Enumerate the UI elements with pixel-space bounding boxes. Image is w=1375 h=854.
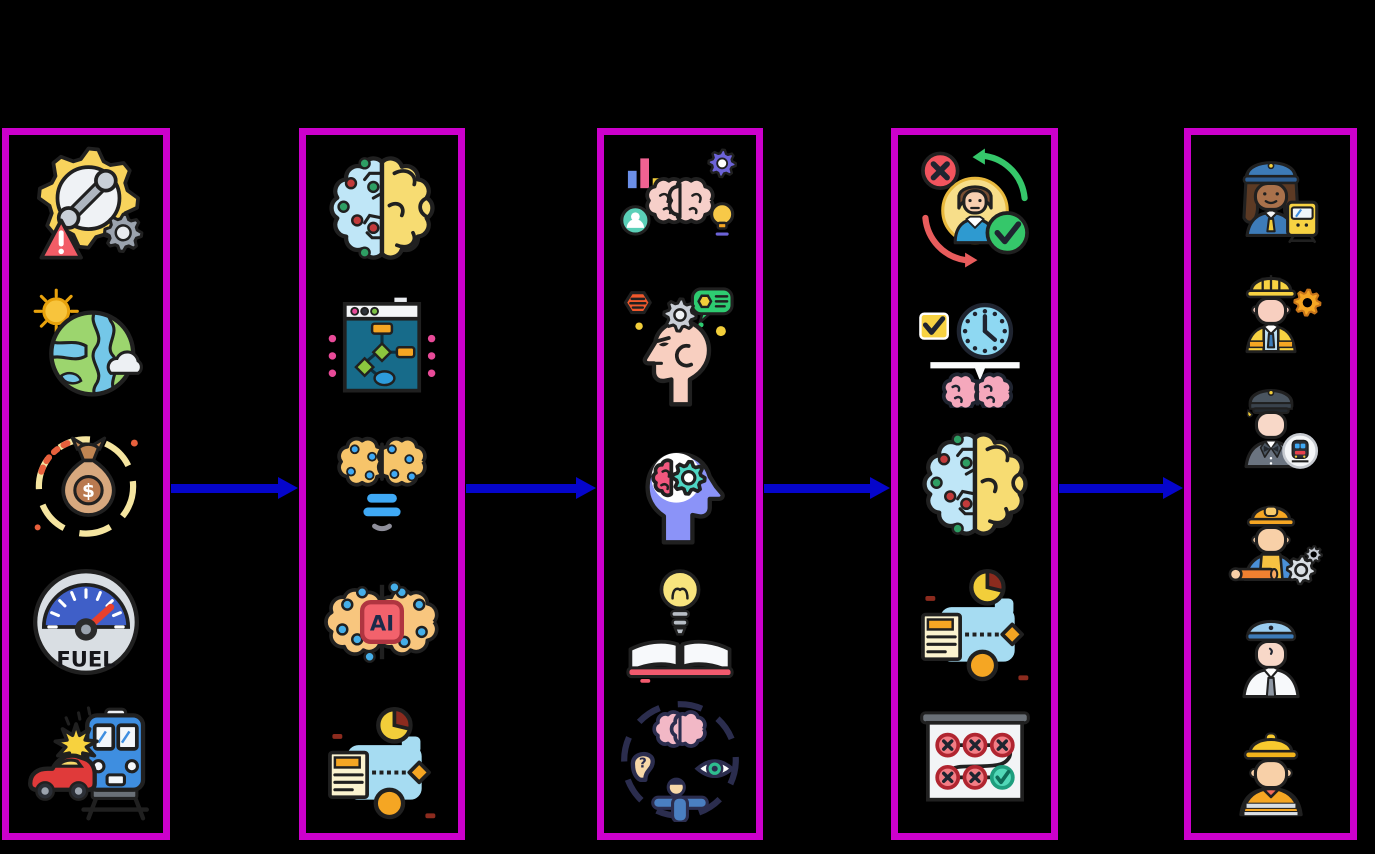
train-conductor-icon [1214,375,1328,479]
maintenance-worker-icon [1214,490,1328,594]
ai-chip-brain-icon: AI [318,560,446,684]
train-driver-icon [1214,145,1328,249]
data-processing-icon [911,560,1039,684]
perception-senses-icon: ? [616,698,744,822]
environment-icon [22,284,150,408]
arrow-head-icon [1163,477,1183,499]
flow-arrow-3 [764,477,890,499]
stage-4-box [891,128,1058,840]
mind-gear-head-icon [616,422,744,546]
arrow-head-icon [576,477,596,499]
fuel-label: FUEL [56,647,115,672]
arrow-shaft [764,483,870,493]
train-car-accident-icon [22,698,150,822]
arrow-shaft [1059,483,1163,493]
algorithm-window-icon [318,284,446,408]
flow-arrow-1 [171,477,298,499]
question-label: ? [639,755,647,771]
stage-1-box: $ FUEL [2,128,170,840]
fuel-gauge-icon: FUEL [22,560,150,684]
ai-label: AI [370,611,394,636]
cognitive-analytics-icon [616,146,744,270]
maintenance-alert-icon [22,146,150,270]
thinking-head-gear-icon [616,284,744,408]
currency-label: $ [82,481,95,502]
data-processing-icon [318,698,446,822]
flow-arrow-4 [1059,477,1183,499]
stage-2-box: AI [299,128,465,840]
arrow-shaft [466,483,576,493]
arrow-head-icon [870,477,890,499]
stage-3-box: ? [597,128,763,840]
decision-approval-icon [911,146,1039,270]
operating-cost-icon: $ [22,422,150,546]
time-filter-brain-icon [911,284,1039,408]
arrow-shaft [171,483,278,493]
route-elimination-icon [911,698,1039,822]
pilot-officer-icon [1214,605,1328,709]
flow-arrow-2 [466,477,596,499]
ai-circuit-brain-icon [911,422,1039,546]
ai-circuit-brain-icon [318,146,446,270]
brain-bulb-idea-icon [318,422,446,546]
arrow-head-icon [278,477,298,499]
rail-engineer-icon [1214,260,1328,364]
construction-worker-icon [1214,720,1328,824]
knowledge-book-icon [616,560,744,684]
stage-5-box [1184,128,1357,840]
